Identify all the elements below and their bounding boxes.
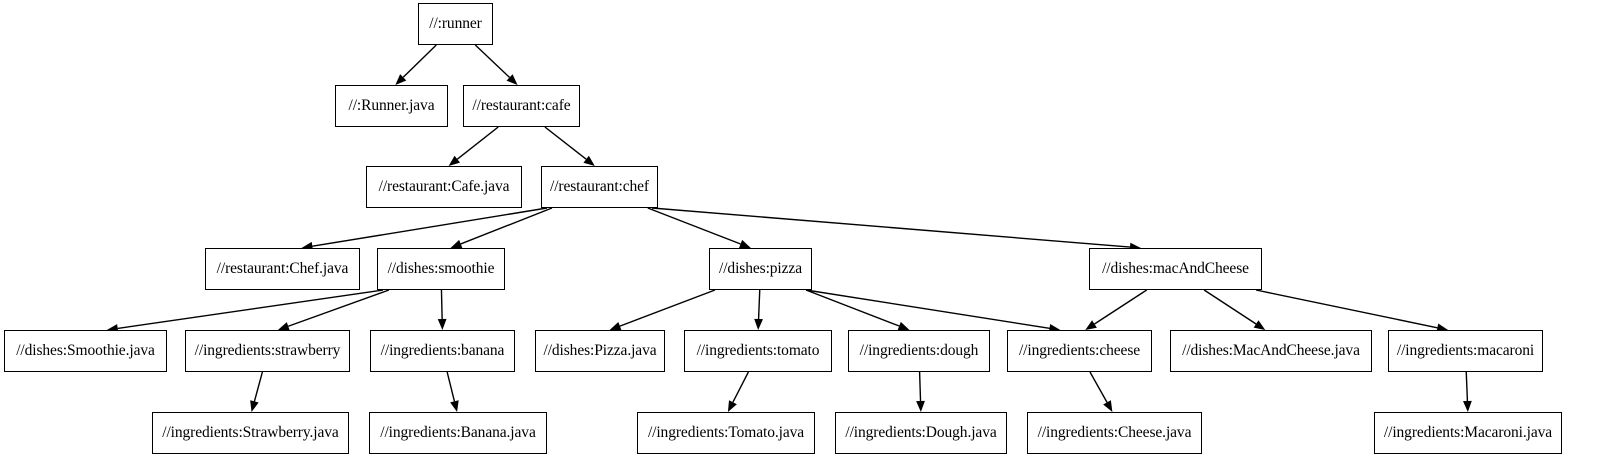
graph-node-label: //dishes:Pizza.java — [543, 342, 657, 360]
graph-node-label: //dishes:MacAndCheese.java — [1182, 342, 1360, 360]
graph-node-label: //ingredients:dough — [859, 342, 979, 360]
graph-node-label: //restaurant:Chef.java — [216, 260, 349, 278]
graph-node-dishes_macandcheese[interactable]: //dishes:macAndCheese — [1089, 248, 1262, 290]
graph-node-label: //ingredients:Cheese.java — [1037, 424, 1192, 442]
graph-node-label: //:Runner.java — [348, 97, 435, 115]
graph-node-label: //ingredients:cheese — [1018, 342, 1141, 360]
graph-node-ing_cheese_java[interactable]: //ingredients:Cheese.java — [1027, 412, 1202, 454]
graph-node-ing_macaroni[interactable]: //ingredients:macaroni — [1388, 330, 1543, 372]
graph-node-label: //ingredients:Macaroni.java — [1383, 424, 1553, 442]
graph-node-label: //dishes:smoothie — [387, 260, 495, 278]
graph-node-ing_cheese[interactable]: //ingredients:cheese — [1007, 330, 1152, 372]
graph-node-label: //ingredients:strawberry — [194, 342, 341, 360]
graph-node-label: //:runner — [429, 15, 482, 33]
graph-node-ing_macaroni_java[interactable]: //ingredients:Macaroni.java — [1374, 412, 1562, 454]
graph-node-runner[interactable]: //:runner — [418, 3, 493, 45]
graph-node-ing_tomato[interactable]: //ingredients:tomato — [684, 330, 832, 372]
graph-node-restaurant_cafe_java[interactable]: //restaurant:Cafe.java — [366, 166, 522, 208]
graph-node-ing_dough[interactable]: //ingredients:dough — [848, 330, 990, 372]
graph-node-dishes_smoothie[interactable]: //dishes:smoothie — [377, 248, 505, 290]
graph-node-label: //ingredients:Banana.java — [380, 424, 536, 442]
graph-node-ing_dough_java[interactable]: //ingredients:Dough.java — [835, 412, 1007, 454]
graph-node-restaurant_cafe[interactable]: //restaurant:cafe — [463, 85, 580, 127]
graph-node-ing_strawberry_java[interactable]: //ingredients:Strawberry.java — [152, 412, 349, 454]
graph-node-restaurant_chef_java[interactable]: //restaurant:Chef.java — [205, 248, 360, 290]
graph-node-dishes_pizza_java[interactable]: //dishes:Pizza.java — [535, 330, 665, 372]
graph-node-runner_java[interactable]: //:Runner.java — [335, 85, 448, 127]
graph-node-dishes_mac_java[interactable]: //dishes:MacAndCheese.java — [1170, 330, 1372, 372]
graph-node-label: //ingredients:tomato — [696, 342, 820, 360]
graph-node-ing_banana_java[interactable]: //ingredients:Banana.java — [369, 412, 547, 454]
graph-node-label: //ingredients:banana — [380, 342, 505, 360]
graph-node-restaurant_chef[interactable]: //restaurant:chef — [541, 166, 658, 208]
graph-node-dishes_smoothie_java[interactable]: //dishes:Smoothie.java — [4, 330, 167, 372]
graph-node-label: //ingredients:macaroni — [1396, 342, 1535, 360]
graph-node-label: //dishes:pizza — [719, 260, 802, 278]
graph-node-ing_strawberry[interactable]: //ingredients:strawberry — [185, 330, 350, 372]
graph-node-label: //restaurant:cafe — [472, 97, 571, 115]
graph-node-label: //restaurant:chef — [550, 178, 649, 196]
graph-node-ing_tomato_java[interactable]: //ingredients:Tomato.java — [637, 412, 815, 454]
graph-node-label: //ingredients:Strawberry.java — [162, 424, 339, 442]
graph-node-dishes_pizza[interactable]: //dishes:pizza — [709, 248, 812, 290]
graph-node-label: //dishes:Smoothie.java — [16, 342, 155, 360]
graph-node-label: //restaurant:Cafe.java — [378, 178, 510, 196]
graph-node-label: //ingredients:Tomato.java — [647, 424, 805, 442]
graph-node-label: //ingredients:Dough.java — [845, 424, 997, 442]
graph-node-label: //dishes:macAndCheese — [1102, 260, 1249, 278]
graph-node-ing_banana[interactable]: //ingredients:banana — [370, 330, 515, 372]
